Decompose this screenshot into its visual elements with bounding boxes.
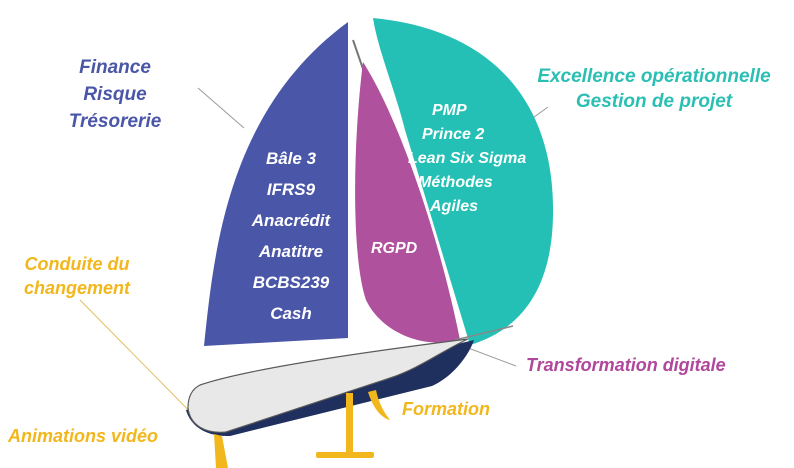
teal-sail <box>373 18 554 345</box>
topic-finance: Finance <box>79 57 151 78</box>
item-anatitre: Anatitre <box>258 242 324 261</box>
topic-excellence: Excellence opérationnelle <box>537 66 771 87</box>
finance-leader-line <box>197 87 245 129</box>
magenta-sail <box>355 62 460 343</box>
keel-bulb <box>316 452 374 458</box>
item-rgpd: RGPD <box>371 240 418 257</box>
change-management-label: Conduite du changement <box>2 252 152 300</box>
change-line-2: changement <box>23 278 131 298</box>
item-bale3: Bâle 3 <box>265 149 317 168</box>
item-ifrs9: IFRS9 <box>266 180 316 199</box>
left-topics: Finance Risque Trésorerie <box>60 54 170 135</box>
item-cash: Cash <box>270 304 312 323</box>
item-prince2: Prince 2 <box>422 126 485 143</box>
change-line-1: Conduite du <box>24 254 130 274</box>
blue-sail-items: Bâle 3 IFRS9 Anacrédit Anatitre BCBS239 … <box>236 143 346 329</box>
rigging-line <box>454 325 514 341</box>
foil <box>368 390 390 420</box>
topic-tresorerie: Trésorerie <box>68 111 162 132</box>
topic-gestion-projet: Gestion de projet <box>575 91 733 112</box>
digital-transformation-label: Transformation digitale <box>526 355 726 375</box>
topic-risque: Risque <box>83 84 147 105</box>
training-label: Formation <box>402 399 490 419</box>
item-lean: Lean Six Sigma <box>408 150 527 167</box>
video-animations-label: Animations vidéo <box>8 426 159 446</box>
teal-sail-items: PMP Prince 2 Lean Six Sigma Méthodes Agi… <box>408 99 548 219</box>
rudder <box>214 434 228 468</box>
item-methodes: Méthodes <box>418 174 493 191</box>
item-anacredit: Anacrédit <box>251 211 331 230</box>
keel <box>346 393 353 453</box>
hull-deck <box>187 338 469 433</box>
right-topics: Excellence opérationnelle Gestion de pro… <box>534 64 774 114</box>
item-bcbs239: BCBS239 <box>252 273 330 292</box>
item-agiles: Agiles <box>430 198 479 215</box>
blue-sail <box>204 22 348 346</box>
item-pmp: PMP <box>432 102 467 119</box>
